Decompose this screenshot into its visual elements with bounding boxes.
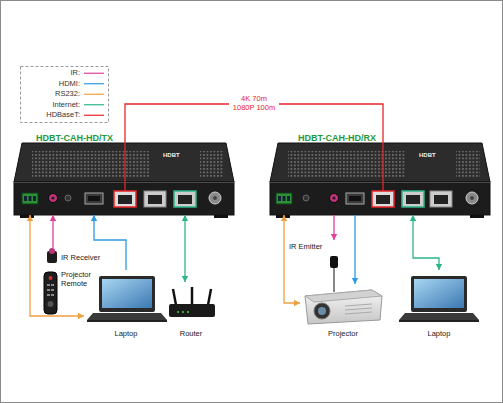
legend-label: HDMI: bbox=[20, 79, 80, 90]
arrowhead bbox=[78, 313, 84, 319]
connector-line bbox=[30, 215, 84, 316]
projector-drawing bbox=[305, 290, 382, 324]
unit-title: HDBT-CAH-HD/TX bbox=[36, 133, 113, 144]
legend-box bbox=[21, 67, 109, 123]
legend: IR:HDMI:RS232:Internet:HDBaseT: bbox=[20, 67, 80, 121]
arrowhead bbox=[91, 215, 97, 221]
transmitter-drawing bbox=[14, 143, 234, 218]
ir-receiver-drawing bbox=[47, 248, 57, 263]
connector bbox=[352, 215, 358, 284]
edge-label: 4K 70m 1080P 100m bbox=[229, 95, 279, 112]
arrowhead bbox=[436, 264, 442, 270]
connector-line bbox=[184, 215, 185, 282]
legend-label: Internet: bbox=[20, 100, 80, 111]
arrowhead bbox=[27, 215, 33, 221]
arrowhead bbox=[182, 276, 188, 282]
laptop-drawing bbox=[87, 276, 167, 322]
arrowhead bbox=[352, 278, 358, 284]
projector: Projector bbox=[300, 284, 386, 338]
connector bbox=[50, 215, 56, 248]
connector bbox=[91, 215, 126, 270]
connector bbox=[410, 215, 442, 270]
arrowhead bbox=[410, 215, 416, 221]
laptop: Laptop bbox=[396, 270, 482, 338]
connector bbox=[331, 215, 337, 240]
device-label: IR Emitter bbox=[289, 242, 349, 251]
legend-label: RS232: bbox=[20, 89, 80, 100]
device-label: Router bbox=[180, 329, 203, 338]
connector-line bbox=[94, 215, 126, 270]
connector-line bbox=[284, 215, 300, 303]
connector bbox=[281, 215, 300, 306]
connector bbox=[182, 215, 188, 282]
brand-logo: HDBT bbox=[162, 152, 181, 159]
connector bbox=[27, 215, 84, 319]
ir-emitter-drawing bbox=[330, 256, 338, 292]
connector-line bbox=[354, 215, 355, 284]
unit-title: HDBT-CAH-HD/RX bbox=[298, 133, 376, 144]
router: Router bbox=[166, 282, 216, 338]
transmitter-unit: HDBT-CAH-HD/TX bbox=[14, 143, 234, 215]
remote-drawing bbox=[44, 272, 57, 314]
arrowhead bbox=[50, 215, 56, 221]
brand-logo: HDBT bbox=[418, 152, 437, 159]
legend-label: HDBaseT: bbox=[20, 110, 80, 121]
arrowhead bbox=[294, 300, 300, 306]
ir-emitter: IR Emitter bbox=[288, 240, 349, 276]
arrowhead bbox=[331, 234, 337, 240]
device-label: Laptop bbox=[115, 329, 138, 338]
legend-label: IR: bbox=[20, 68, 80, 79]
laptop-drawing bbox=[399, 276, 479, 322]
receiver-unit: HDBT-CAH-HD/RX bbox=[270, 143, 490, 215]
device-label: Laptop bbox=[428, 329, 451, 338]
router-drawing bbox=[169, 287, 215, 317]
connector-line bbox=[413, 215, 439, 270]
arrowhead bbox=[182, 215, 188, 221]
device-label: IR Receiver bbox=[61, 253, 100, 262]
receiver-drawing bbox=[270, 143, 490, 218]
device-label: Projector Remote bbox=[61, 271, 97, 288]
arrowhead bbox=[281, 215, 287, 221]
device-label: Projector bbox=[328, 329, 358, 338]
laptop: Laptop bbox=[84, 270, 168, 338]
ir-receiver: IR Receiver bbox=[44, 248, 112, 266]
